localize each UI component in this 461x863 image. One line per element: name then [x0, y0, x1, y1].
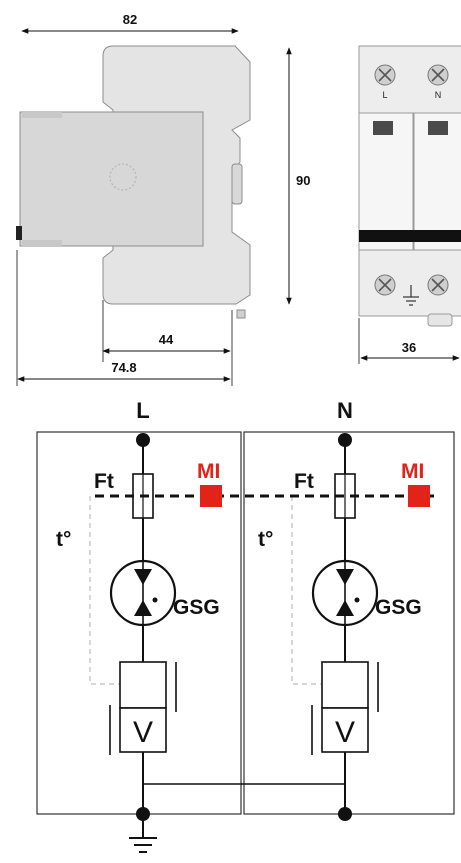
schematic: L Ft GSG t° V N Ft [36, 398, 455, 853]
terminal-label-l: L [382, 90, 387, 100]
remote-indicator-l [200, 485, 222, 507]
cartridge-rib-top [22, 112, 62, 118]
remote-indicator-n [408, 485, 430, 507]
line-label-n: N [337, 398, 353, 423]
indicator-label-l: MI [197, 460, 220, 483]
cartridge-latch [16, 226, 22, 240]
din-clip-top [231, 163, 243, 205]
indicator-window-l [373, 121, 393, 135]
din-clip-bottom [236, 309, 246, 319]
din-latch-front [427, 313, 453, 327]
node-bottom-n [338, 807, 352, 821]
front-ground-icon [403, 285, 419, 306]
cartridge-rib-bottom [22, 240, 62, 246]
cartridge-front-l [358, 112, 414, 251]
dim-82-label: 82 [123, 12, 137, 27]
fuse-label-l: Ft [94, 470, 114, 493]
gas-tube-label-l: GSG [173, 596, 220, 619]
fuse-label-n: Ft [294, 470, 314, 493]
varistor-upper-n [321, 661, 369, 709]
cartridge-front-n [413, 112, 461, 251]
line-label-l: L [136, 398, 149, 423]
varistor-label-n: V [335, 716, 355, 749]
logo-emboss [109, 163, 137, 191]
earth-ground-icon [129, 814, 157, 853]
dim-90-label: 90 [296, 173, 310, 188]
gas-tube-dot-l [152, 597, 158, 603]
thermal-link-n [291, 496, 322, 685]
dim-36-label: 36 [402, 340, 416, 355]
indicator-label-n: MI [401, 460, 424, 483]
thermal-label-l: t° [56, 528, 71, 551]
varistor-slash-l [109, 662, 177, 755]
thermal-label-n: t° [258, 528, 273, 551]
gas-tube-label-n: GSG [375, 596, 422, 619]
side-cartridge [19, 111, 204, 247]
terminal-label-n: N [435, 90, 442, 100]
thermal-link-l [89, 496, 120, 685]
dim-74-8-label: 74.8 [111, 360, 136, 375]
screw-cross-l [378, 68, 392, 82]
side-view [16, 45, 251, 319]
screw-cross-n [431, 68, 445, 82]
varistor-n [321, 707, 369, 753]
gas-tube-dot-n [354, 597, 360, 603]
varistor-label-l: V [133, 716, 153, 749]
black-band [359, 230, 461, 242]
varistor-slash-n [311, 662, 379, 755]
indicator-window-n [428, 121, 448, 135]
dim-44-label: 44 [159, 332, 174, 347]
front-view: L N [358, 45, 461, 327]
screw-cross-bn [431, 278, 445, 292]
varistor-upper-l [119, 661, 167, 709]
screw-cross-bl [378, 278, 392, 292]
